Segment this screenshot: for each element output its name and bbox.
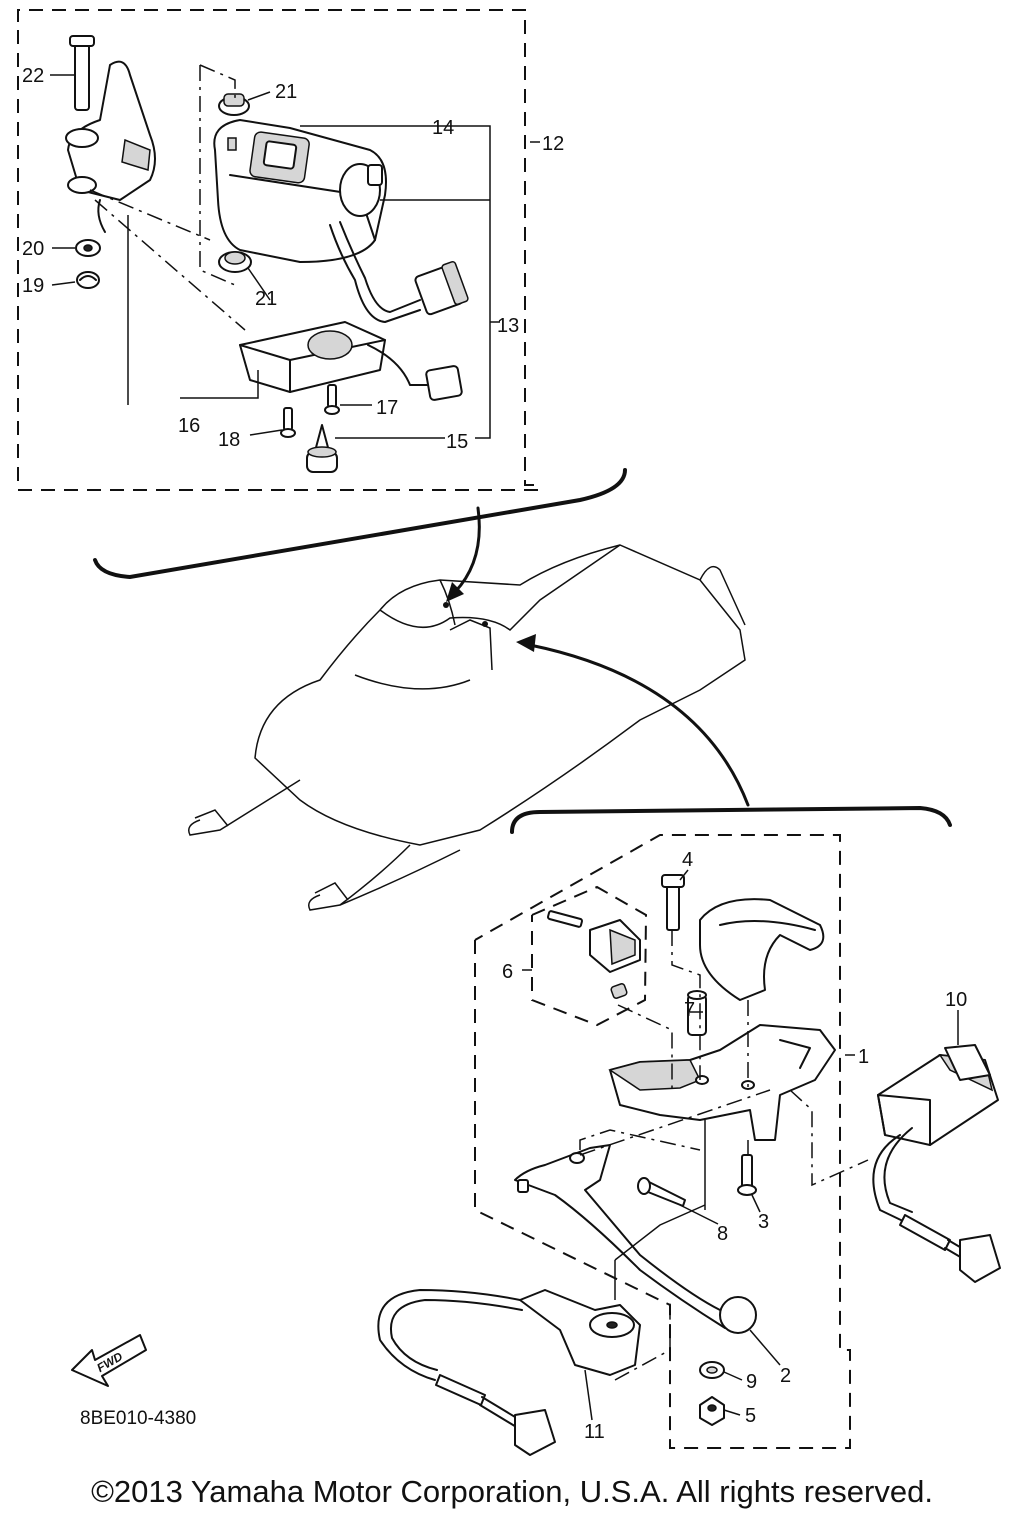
callout-19: 19: [22, 275, 44, 297]
upper-bracket-curve: [93, 468, 627, 580]
callout-4: 4: [682, 849, 693, 871]
callout-6: 6: [502, 961, 513, 983]
copyright-notice: ©2013 Yamaha Motor Corporation, U.S.A. A…: [91, 1474, 933, 1509]
screw-8: [637, 1177, 686, 1207]
callout-18: 18: [218, 429, 240, 451]
lower-assembly-border: [474, 834, 851, 1449]
nut-5: [699, 1396, 725, 1426]
switch-unit-11: [377, 1289, 641, 1456]
callout-10: 10: [945, 989, 967, 1011]
callout-11: 11: [584, 1421, 605, 1443]
callout-15: 15: [446, 431, 468, 453]
arrow-head-upper: [446, 582, 464, 602]
cover-16: [239, 321, 463, 401]
callout-9: 9: [746, 1371, 757, 1393]
callout-17: 17: [376, 397, 398, 419]
callout-7: 7: [684, 999, 695, 1021]
washer-20: [75, 239, 101, 257]
lever-holder: [608, 1024, 836, 1141]
fwd-arrow-icon: FWD: [71, 1334, 147, 1387]
callout-2: 2: [780, 1365, 791, 1387]
lever-cover: [699, 898, 825, 1001]
wire-harness-13: [329, 221, 469, 323]
callout-5: 5: [745, 1405, 756, 1427]
bolt-15: [306, 424, 338, 473]
upper-assembly-border: [17, 9, 539, 491]
callout-21-bottom: 21: [255, 288, 277, 310]
lever-block-6: [546, 910, 641, 999]
sub-assembly-6-border: [531, 885, 648, 1027]
callout-13: 13: [497, 315, 519, 337]
grommet-21-bottom: [218, 251, 252, 273]
callout-16: 16: [178, 415, 200, 437]
callout-14: 14: [432, 117, 454, 139]
callout-20: 20: [22, 238, 44, 260]
callout-3: 3: [758, 1211, 769, 1233]
snowmobile-outline: [188, 544, 746, 911]
switch-unit-10: [872, 1044, 1001, 1283]
callout-22: 22: [22, 65, 44, 87]
bolt-3: [737, 1154, 757, 1196]
brake-lever-2: [514, 1144, 757, 1334]
callout-8: 8: [717, 1223, 728, 1245]
screw-18: [280, 407, 296, 438]
washer-19: [76, 271, 100, 289]
callout-21-top: 21: [275, 81, 297, 103]
screw-17: [324, 384, 340, 415]
pin-7: [687, 990, 707, 1036]
grommet-21-top: [218, 93, 250, 116]
switch-housing-14: [213, 119, 387, 263]
lower-bracket-curve: [510, 805, 952, 834]
callout-12: 12: [542, 133, 564, 155]
bolt-4: [661, 874, 685, 931]
callout-1: 1: [858, 1046, 869, 1068]
drawing-code: 8BE010-4380: [80, 1408, 197, 1429]
mounting-bracket: [65, 35, 156, 233]
arrow-head-lower: [516, 634, 536, 652]
washer-9: [699, 1361, 725, 1379]
